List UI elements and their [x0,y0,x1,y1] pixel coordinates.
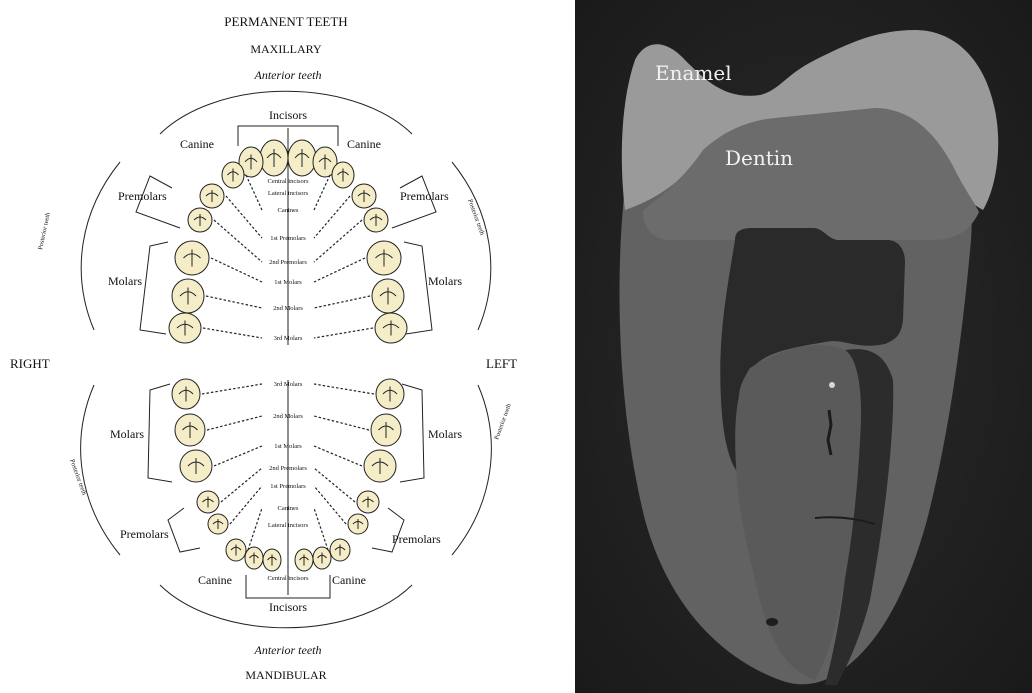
anterior-teeth-lower-label: Anterior teeth [254,643,322,657]
lower-right-connector-2 [207,416,262,430]
canine-upper-right-label: Canine [180,137,214,151]
posterior-arc-lower-right [81,385,120,555]
lower-right-connector-1 [202,384,262,394]
upper-left-connector-7 [314,296,370,308]
upper-right-connector-8 [203,328,262,338]
posterior-arc-upper-right [81,162,120,330]
upper-right-connector-4 [226,196,262,238]
premolars-bracket-lower-right [168,508,200,552]
upper-tooth-label-6: 1st Molars [274,279,302,286]
posterior-arc-lower-left [452,385,491,555]
lower-right-connector-3 [214,446,262,466]
premolars-upper-right-label: Premolars [118,189,167,203]
dark-spot [766,618,778,626]
upper-tooth-label-4: 1st Premolars [270,235,306,242]
chart-title: PERMANENT TEETH [224,14,347,29]
upper-left-connector-4 [314,196,350,238]
upper-tooth-label-3: Canines [278,207,299,214]
upper-right-connector-5 [214,220,262,262]
lower-left-connector-1 [314,384,374,394]
canine-upper-left-label: Canine [347,137,381,151]
premolars-upper-left-label: Premolars [400,189,449,203]
upper-tooth-label-1: Central incisors [268,178,309,185]
lower-tooth-label-3: 1st Molars [274,443,302,450]
upper-left-connector-5 [314,220,362,262]
maxillary-label: MAXILLARY [250,42,322,56]
upper-tooth-label-8: 3rd Molars [274,335,303,342]
lower-right-connector-4 [221,468,262,502]
molars-upper-left-label: Molars [428,274,462,288]
posterior-teeth-upper-right-label: Posterior teeth [37,211,52,250]
lower-right-connector-6 [248,508,262,550]
posterior-teeth-lower-left-label: Posterior teeth [493,402,513,441]
posterior-teeth-lower-right-label: Posterior teeth [68,458,88,497]
molars-lower-left-label: Molars [428,427,462,441]
upper-right-connector-6 [211,258,262,282]
lower-left-connector-5 [314,486,346,524]
incisors-upper-label: Incisors [269,108,307,122]
upper-tooth-label-5: 2nd Premolars [269,259,307,266]
molars-bracket-lower-right [148,384,172,482]
premolars-lower-left-label: Premolars [392,532,441,546]
mandibular-label: MANDIBULAR [245,668,326,682]
enamel-label: Enamel [655,61,732,85]
left-side-label: LEFT [486,356,517,371]
molars-lower-right-label: Molars [110,427,144,441]
molars-bracket-upper-right [140,242,168,334]
upper-right-connector-3 [246,175,262,210]
bright-spot [829,382,835,388]
molars-upper-right-label: Molars [108,274,142,288]
upper-right-connector-7 [206,296,262,308]
anterior-teeth-upper-label: Anterior teeth [254,68,322,82]
upper-left-connector-3 [314,175,330,210]
lower-tooth-label-8: Central incisors [268,575,309,582]
upper-left-connector-6 [314,258,365,282]
lower-left-connector-2 [314,416,369,430]
lower-left-connector-6 [314,508,328,550]
upper-tooth-label-7: 2nd Molars [273,305,303,312]
posterior-arc-upper-left [452,162,491,330]
lower-tooth-label-7: Lateral incisors [268,522,309,529]
canine-lower-left-label: Canine [332,573,366,587]
right-side-label: RIGHT [10,356,50,371]
upper-left-connector-8 [314,328,373,338]
lower-tooth-label-6: Canines [278,505,299,512]
lower-tooth-label-5: 1st Premolars [270,483,306,490]
lower-tooth-label-4: 2nd Premolars [269,465,307,472]
dentin-label: Dentin [725,146,793,170]
lower-tooth-label-2: 2nd Molars [273,413,303,420]
canine-lower-right-label: Canine [198,573,232,587]
lower-left-connector-3 [314,446,362,466]
lower-left-connector-4 [314,468,355,502]
incisors-lower-label: Incisors [269,600,307,614]
crack [828,410,831,455]
lower-right-connector-5 [230,486,262,524]
molars-bracket-upper-left [404,242,432,334]
lower-tooth-label-1: 3rd Molars [274,381,303,388]
upper-tooth-label-2: Lateral incisors [268,190,309,197]
premolars-lower-right-label: Premolars [120,527,169,541]
dental-chart: PERMANENT TEETH MAXILLARY MANDIBULAR RIG… [0,0,575,693]
tooth-xray: Enamel Dentin [575,0,1032,693]
